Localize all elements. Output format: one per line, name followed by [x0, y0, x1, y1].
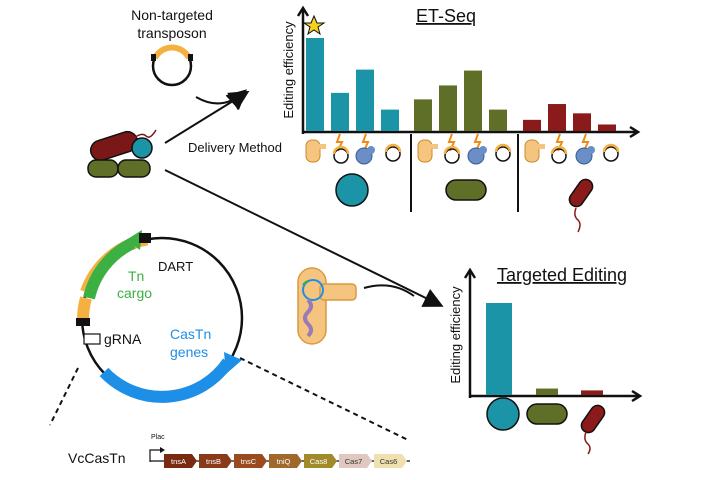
- et-seq-title: ET-Seq: [416, 6, 476, 26]
- et-seq-bar-g1-2: [331, 92, 349, 131]
- tn-cargo-label-1: Tn: [128, 268, 144, 284]
- conjugation-donor-icon: [305, 139, 321, 163]
- delivery-icons-group-2: [417, 133, 512, 165]
- olive-bacillus-icon: [445, 179, 487, 201]
- dart-label: DART: [158, 259, 193, 274]
- phage-plasmid-icon: [385, 146, 401, 162]
- et-seq-bar-g2-3: [464, 70, 482, 131]
- et-seq-ylabel: Editing efficiency: [281, 21, 296, 119]
- targeted-bars: [486, 303, 603, 395]
- et-seq-bar-g3-4: [598, 124, 616, 131]
- zoom-line-right: [239, 357, 409, 441]
- gene-label-tniq: tniQ: [277, 457, 291, 466]
- gene-label-tnsb: tnsB: [206, 457, 221, 466]
- operon-genes: tnsA tnsB tnsC tniQ Cas8 Cas7 Cas6: [164, 454, 407, 468]
- targeted-teal-coccus-icon: [486, 397, 520, 431]
- plasmid-icon: [333, 148, 349, 164]
- gene-label-tnsc: tnsC: [241, 457, 257, 466]
- gene-label-tnsa: tnsA: [171, 457, 186, 466]
- non-targeted-transposon: Non-targeted transposon: [131, 7, 213, 87]
- teal-coccus-icon: [335, 173, 369, 207]
- et-seq-bar-g3-2: [548, 104, 566, 131]
- cell-to-target-arrow: [363, 284, 415, 297]
- et-seq-bar-g1-4: [381, 109, 399, 131]
- targeted-olive-bacillus-icon: [526, 403, 568, 425]
- microbial-community-icon: [87, 129, 157, 178]
- tn-right-end-icon: [139, 233, 151, 243]
- et-seq-bar-g2-1: [414, 99, 432, 131]
- et-seq-bar-g2-4: [489, 109, 507, 131]
- castn-genes-arrow-icon: [99, 358, 233, 403]
- tn-left-end-cap: [76, 318, 90, 326]
- gene-arrow-tnsb: [199, 454, 232, 468]
- gene-arrow-tnsa: [164, 454, 197, 468]
- et-seq-bar-g3-3: [573, 113, 591, 131]
- delivery-method-label: Delivery Method: [188, 140, 282, 155]
- targeted-ylabel: Editing efficiency: [448, 286, 463, 384]
- gene-arrow-tniq: [269, 454, 302, 468]
- grna-label: gRNA: [104, 331, 142, 347]
- gene-arrow-cas7: [339, 454, 372, 468]
- transposon-label-line1: Non-targeted: [131, 7, 213, 23]
- maroon-bacterium-icon: [568, 178, 594, 233]
- vccastn-operon: VcCasTn Plac tnsA tnsB tnsC tniQ Cas8 Cas7 Cas…: [68, 434, 410, 468]
- promoter-arrow-icon: [149, 449, 162, 462]
- dart-plasmid: Tn cargo DART gRNA CasTn genes: [76, 230, 244, 403]
- grna-box-icon: [83, 333, 101, 345]
- electroporation-icon-2: [361, 133, 370, 152]
- delivery-icons-group-3: [524, 133, 620, 165]
- targeted-bar-1: [486, 303, 512, 395]
- et-seq-chart: ET-Seq Editing efficiency Delivery Metho…: [188, 5, 641, 233]
- targeted-bar-2: [536, 388, 558, 395]
- et-seq-bar-g3-1: [523, 119, 541, 131]
- community-to-etseq-arrow: [164, 90, 250, 144]
- targeted-title: Targeted Editing: [497, 265, 627, 285]
- transposon-cargo-icon: [152, 44, 192, 60]
- gene-arrow-cas6: [374, 454, 407, 468]
- operon-name: VcCasTn: [68, 450, 126, 466]
- delivery-icons-group-1: [305, 133, 402, 165]
- et-seq-bar-g2-2: [439, 85, 457, 131]
- targeted-cell-icon: [297, 267, 357, 345]
- targeted-maroon-bacterium-icon: [580, 404, 606, 455]
- transposon-label-line2: transposon: [137, 25, 206, 41]
- tn-cargo-arrow-icon: [83, 237, 136, 300]
- et-seq-bar-g1-3: [356, 69, 374, 131]
- et-seq-bar-g1-1: [306, 38, 324, 131]
- zoom-line-left: [49, 367, 79, 426]
- gene-arrow-tnsc: [234, 454, 267, 468]
- promoter-label: Plac: [151, 434, 165, 441]
- community-to-targeted-arrow: [164, 169, 444, 307]
- tn-cargo-label-2: cargo: [117, 285, 152, 301]
- gene-label-cas7: Cas7: [345, 457, 363, 466]
- gene-label-cas6: Cas6: [380, 457, 398, 466]
- gene-arrow-cas8: [304, 454, 337, 468]
- castn-label-2: genes: [170, 344, 208, 360]
- gene-label-cas8: Cas8: [310, 457, 328, 466]
- targeted-bar-3: [581, 390, 603, 395]
- castn-label-1: CasTn: [170, 326, 211, 342]
- et-seq-bars: [306, 38, 616, 131]
- star-icon: [302, 14, 326, 36]
- targeted-editing-chart: Targeted Editing Editing efficiency: [448, 265, 643, 455]
